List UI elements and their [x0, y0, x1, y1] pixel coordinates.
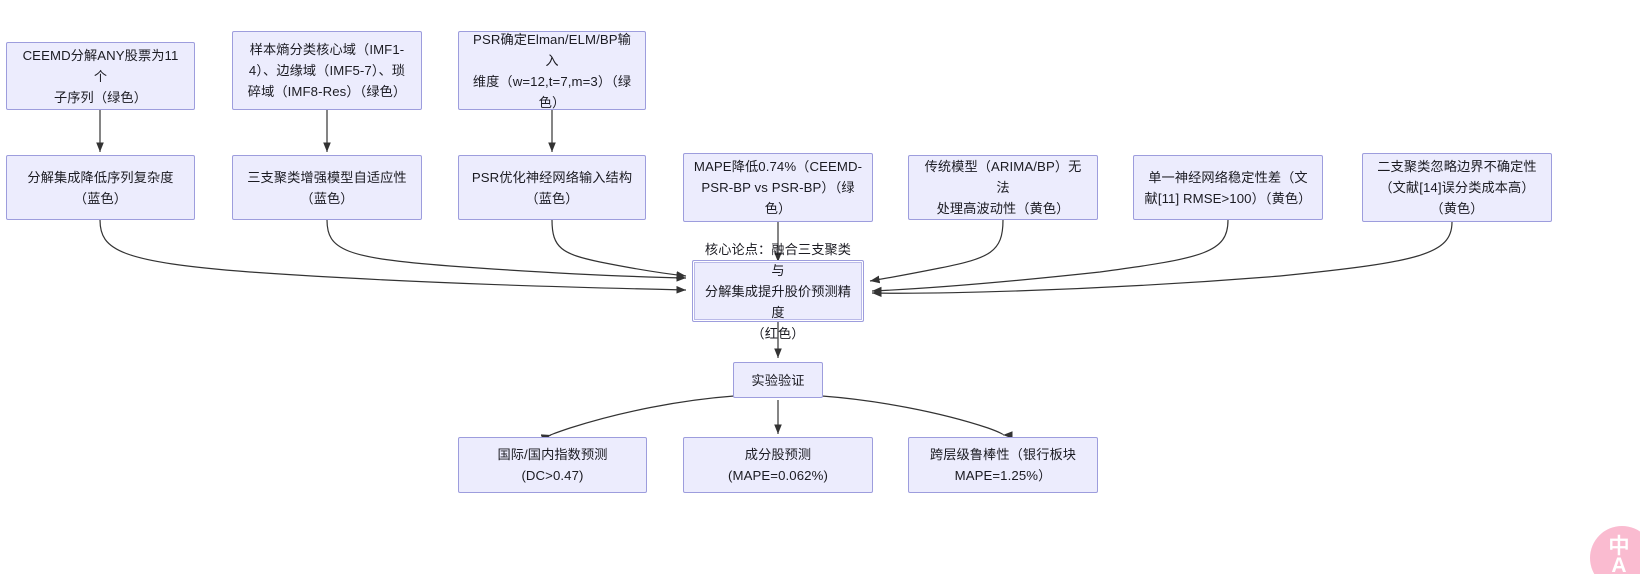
node-label: MAPE降低0.74%（CEEMD- PSR-BP vs PSR-BP）（绿 色…: [693, 159, 863, 216]
edge-n5-core: [326, 219, 687, 282]
node-label: PSR优化神经网络输入结构 （蓝色）: [471, 169, 633, 206]
node-traditional-models-limitation[interactable]: 传统模型（ARIMA/BP）无法 处理高波动性（黄色）: [908, 155, 1098, 220]
edge-n9-core: [871, 219, 1229, 295]
node-label: 三支聚类增强模型自适应性 （蓝色）: [247, 169, 407, 206]
edge-n11-n12: [540, 395, 735, 442]
node-label: 成分股预测 (MAPE=0.062%): [728, 447, 828, 483]
node-constituent-stock-prediction[interactable]: 成分股预测 (MAPE=0.062%): [683, 437, 873, 493]
node-index-prediction[interactable]: 国际/国内指数预测 (DC>0.47): [458, 437, 647, 493]
edge-n10-core: [871, 221, 1453, 298]
node-label: 二支聚类忽略边界不确定性 （文献[14]误分类成本高） （黄色）: [1377, 159, 1537, 216]
node-single-nn-instability[interactable]: 单一神经网络稳定性差（文 献[11] RMSE>100）（黄色）: [1133, 155, 1323, 220]
node-label: 样本熵分类核心域（IMF1- 4）、边缘域（IMF5-7）、琐 碎域（IMF8-…: [247, 42, 407, 99]
edge-n6-core: [551, 219, 687, 279]
node-label: 跨层级鲁棒性（银行板块 MAPE=1.25%）: [929, 447, 1077, 483]
node-label: 分解集成降低序列复杂度 （蓝色）: [27, 169, 174, 206]
node-decomposition-reduces-complexity[interactable]: 分解集成降低序列复杂度 （蓝色）: [6, 155, 195, 220]
node-label: 单一神经网络稳定性差（文 献[11] RMSE>100）（黄色）: [1144, 169, 1312, 206]
node-experimental-validation[interactable]: 实验验证: [733, 362, 823, 398]
node-three-way-clustering-adaptivity[interactable]: 三支聚类增强模型自适应性 （蓝色）: [232, 155, 422, 220]
watermark-label: 中 A: [1608, 535, 1630, 574]
node-label: 传统模型（ARIMA/BP）无法 处理高波动性（黄色）: [924, 159, 1082, 216]
node-sample-entropy-classify[interactable]: 样本熵分类核心域（IMF1- 4）、边缘域（IMF5-7）、琐 碎域（IMF8-…: [232, 31, 422, 110]
edge-n4-core: [99, 219, 687, 294]
node-label: 国际/国内指数预测 (DC>0.47): [497, 447, 608, 483]
node-label: 实验验证: [751, 372, 805, 388]
node-cross-level-robustness[interactable]: 跨层级鲁棒性（银行板块 MAPE=1.25%）: [908, 437, 1098, 493]
translate-watermark-badge[interactable]: 中 A: [1590, 526, 1640, 574]
node-mape-improvement[interactable]: MAPE降低0.74%（CEEMD- PSR-BP vs PSR-BP）（绿 色…: [683, 153, 873, 222]
node-psr-input-dimension[interactable]: PSR确定Elman/ELM/BP输入 维度（w=12,t=7,m=3）（绿 色…: [458, 31, 646, 110]
edge-n11-n14: [821, 395, 1013, 439]
node-core-thesis[interactable]: 核心论点：融合三支聚类与 分解集成提升股价预测精度 （红色）: [692, 242, 864, 341]
node-two-way-clustering-boundary[interactable]: 二支聚类忽略边界不确定性 （文献[14]误分类成本高） （黄色）: [1362, 153, 1552, 222]
node-ceemd-decompose[interactable]: CEEMD分解ANY股票为11个 子序列（绿色）: [6, 42, 195, 110]
node-psr-optimizes-nn-input[interactable]: PSR优化神经网络输入结构 （蓝色）: [458, 155, 646, 220]
node-label: 核心论点：融合三支聚类与 分解集成提升股价预测精度 （红色）: [704, 241, 852, 341]
node-label: CEEMD分解ANY股票为11个 子序列（绿色）: [22, 47, 179, 105]
node-label: PSR确定Elman/ELM/BP输入 维度（w=12,t=7,m=3）（绿 色…: [472, 31, 632, 110]
edge-n8-core: [869, 219, 1004, 284]
